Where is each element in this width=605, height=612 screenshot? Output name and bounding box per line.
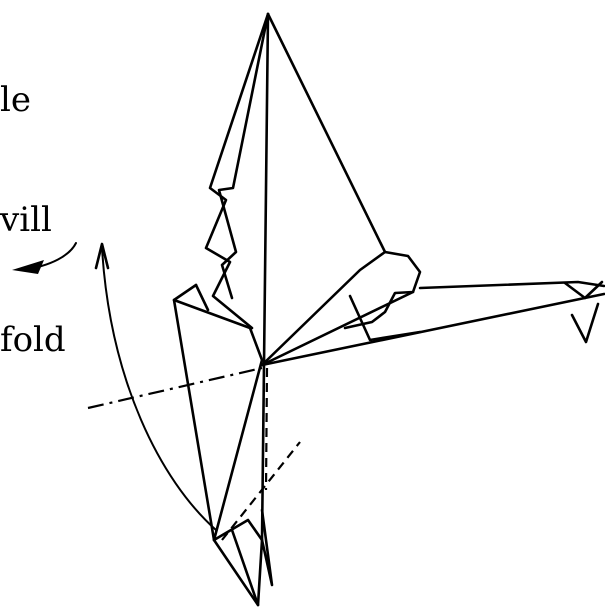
- left-body-outline: [174, 285, 262, 540]
- dashed-line-vertical: [266, 368, 267, 490]
- tail-inner-fold: [232, 530, 258, 605]
- tail-fold: [214, 520, 262, 540]
- dash-dot-line: [88, 368, 262, 408]
- left-body-fold: [174, 300, 262, 360]
- wing-upper-edge: [262, 252, 385, 365]
- wing-base-outline: [345, 252, 420, 328]
- small-curved-arrow-head: [12, 260, 44, 274]
- left-body-notch: [196, 285, 208, 310]
- wing-tip-point: [572, 304, 598, 342]
- right-cone-edge: [268, 14, 385, 252]
- long-wing-top: [420, 282, 604, 288]
- long-wing-bottom: [262, 294, 604, 365]
- inner-neck-fold: [219, 14, 268, 298]
- wing-middle-crease: [262, 292, 413, 365]
